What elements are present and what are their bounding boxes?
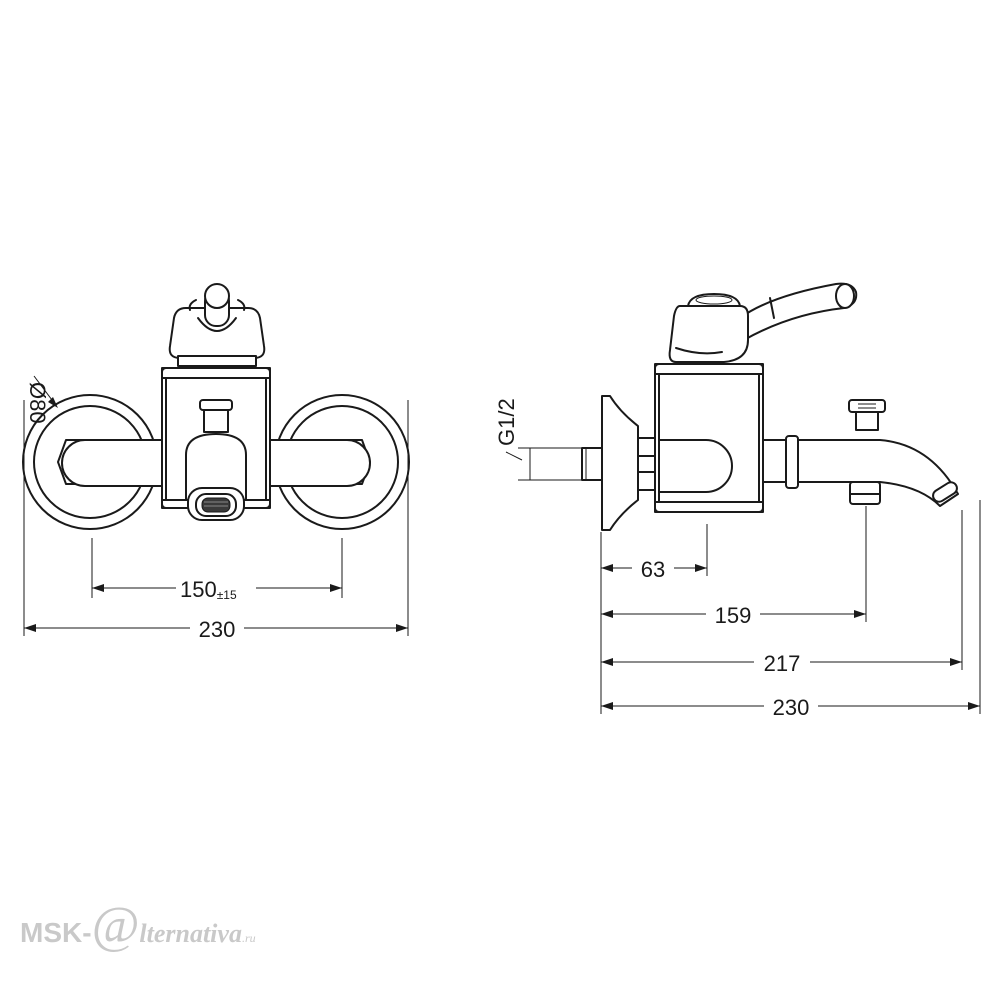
svg-text:150±15: 150±15 [180,577,237,602]
connection-arms [61,439,371,487]
dimension-230-side-label: 230 [773,695,810,720]
overall-width-label: 230 [199,617,236,642]
side-spout [762,435,959,507]
center-distance-tolerance: ±15 [217,588,237,602]
dimension-overall-width-front: 230 [23,400,409,642]
side-flange [601,395,639,531]
side-body [654,363,764,513]
side-inlet [581,447,603,481]
watermark-logo: MSK-@lternativa.ru [20,896,256,955]
front-handle [168,283,266,367]
side-diverter [848,399,886,431]
side-handle [668,282,858,363]
front-view: Ø80 150±15 230 [22,283,410,642]
diameter-callout: Ø80 [25,375,58,424]
dimension-center-distance: 150±15 [91,538,343,602]
side-view: G1/2 63 159 [494,282,981,720]
dimension-159: 159 [601,506,867,628]
dimension-230-side: 230 [601,500,981,720]
dimension-63: 63 [600,524,708,714]
watermark-suffix: .ru [241,931,256,945]
watermark-at-symbol: @ [91,897,140,954]
dimension-63-label: 63 [641,557,665,582]
diameter-label: Ø80 [25,382,50,424]
dimension-159-label: 159 [715,603,752,628]
dimension-217: 217 [601,510,963,676]
thread-callout: G1/2 [494,398,582,481]
thread-label: G1/2 [494,398,519,446]
front-spout [185,399,247,521]
watermark-name: lternativa [139,919,242,948]
dimension-217-label: 217 [764,651,801,676]
watermark-prefix: MSK- [20,917,92,948]
center-distance-value: 150 [180,577,217,602]
